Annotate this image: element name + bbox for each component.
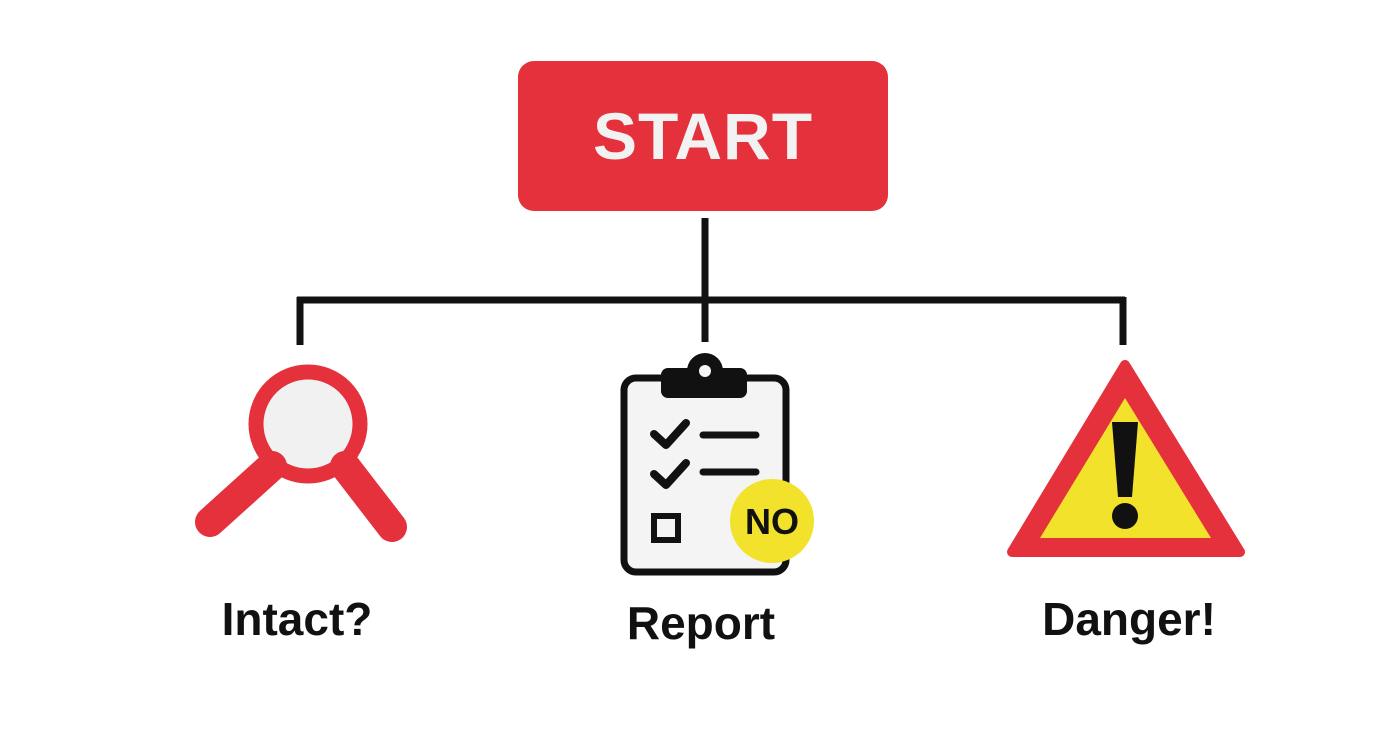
- start-label: START: [592, 99, 814, 173]
- node-label-report: Report: [626, 597, 776, 649]
- node-label-danger: Danger!: [1042, 593, 1216, 645]
- clipboard-checklist-icon: NO: [620, 353, 814, 576]
- start-node: START: [518, 61, 888, 211]
- warning-triangle-icon: [1007, 360, 1245, 557]
- no-badge: NO: [730, 479, 814, 563]
- node-label-intact: Intact?: [221, 593, 373, 645]
- connector-lines: [296, 218, 1127, 345]
- magnifier-icon: [195, 364, 407, 542]
- no-badge-label: NO: [745, 501, 799, 542]
